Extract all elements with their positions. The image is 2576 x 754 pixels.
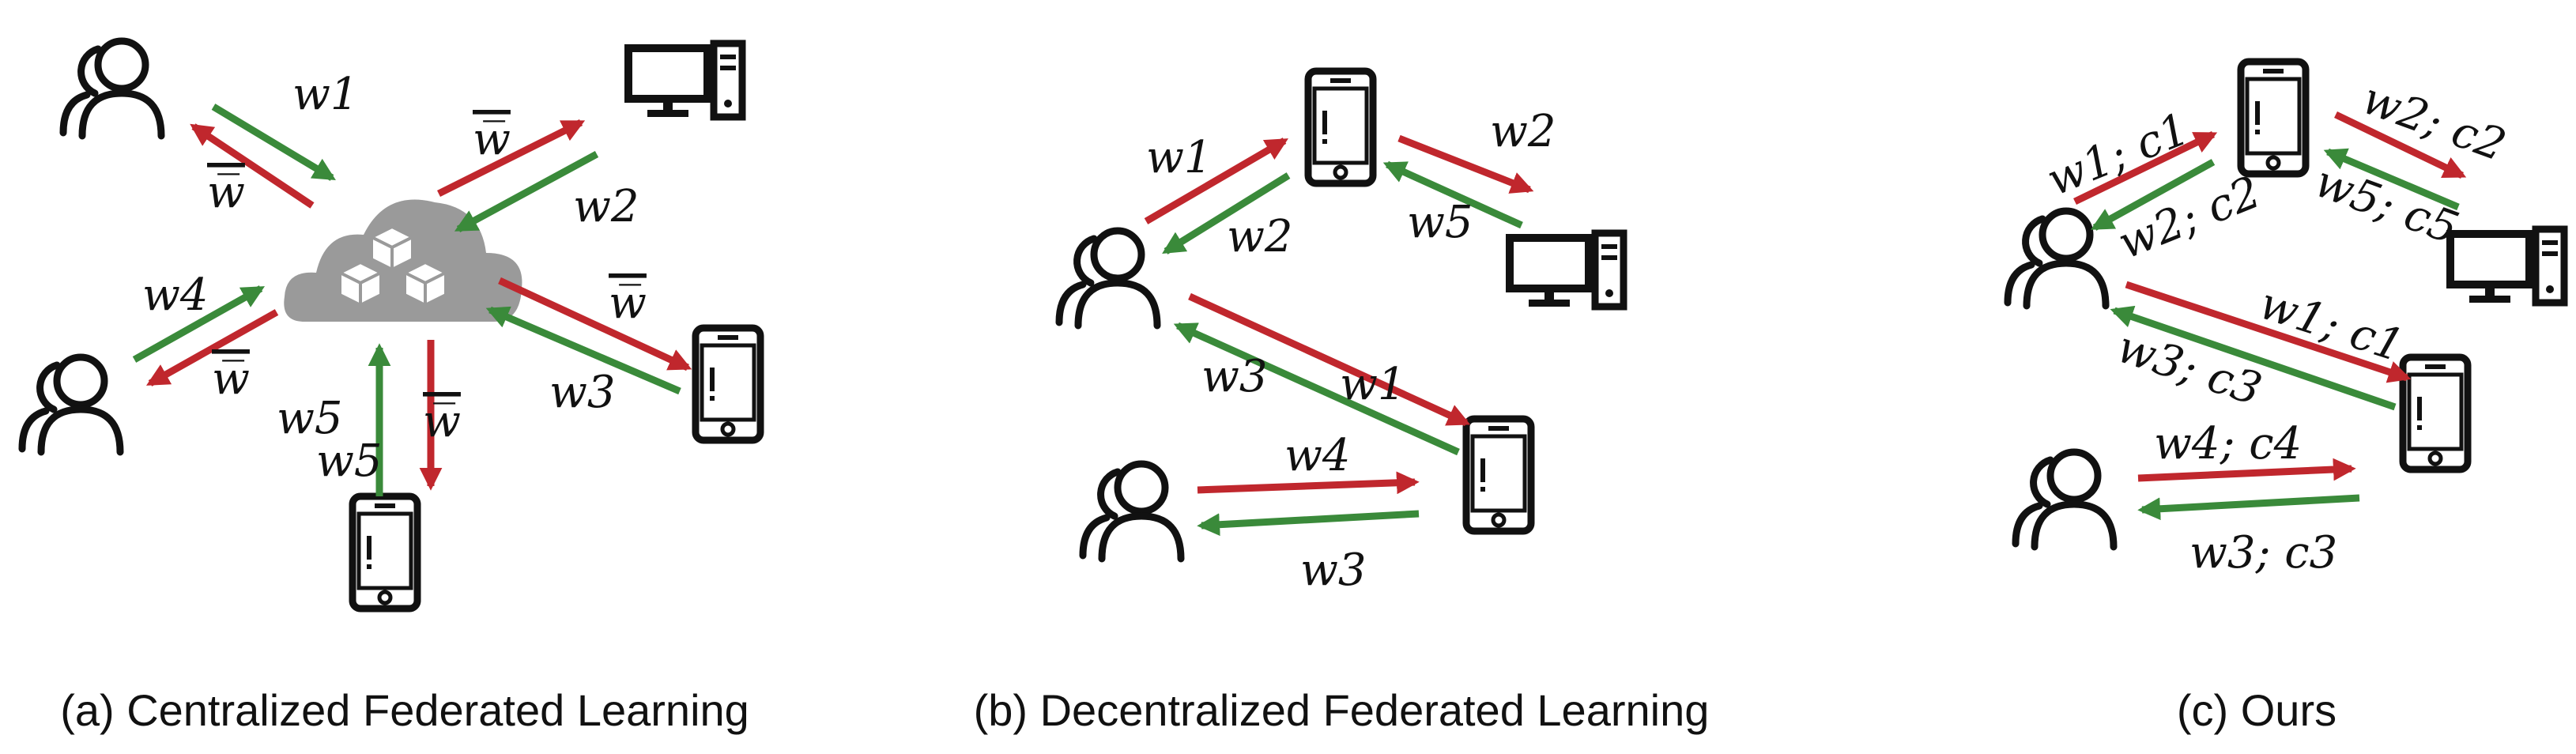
phone-icon <box>2241 62 2306 174</box>
arrow-red <box>436 119 586 198</box>
arrow-red <box>2073 130 2218 205</box>
arrow-red <box>498 277 692 371</box>
phone-icon <box>1308 71 1373 183</box>
arrow-red <box>2125 281 2412 383</box>
weight-label: w3 <box>549 367 616 418</box>
weight-label: w5 <box>1407 197 1473 248</box>
weight-label: w1 <box>292 69 359 120</box>
weight-label: w4 <box>1284 430 1351 481</box>
arrow-green <box>485 306 681 395</box>
panel-centralized: w1 w̅ w̅ w2 w4 w̅ w̅ w3 w5 w5 w̅ (a) Cen… <box>22 41 760 735</box>
arrow-red <box>2137 458 2356 482</box>
weight-label: w5 <box>316 435 383 487</box>
phone-icon <box>696 328 760 440</box>
arrow-green <box>2137 494 2360 521</box>
desktop-icon <box>2450 229 2564 303</box>
panel-caption: (b) Decentralized Federated Learning <box>974 685 1710 735</box>
arrow-green <box>454 151 599 232</box>
weight-label: w1 <box>1340 359 1406 410</box>
weight-label: w5 <box>277 393 343 444</box>
weight-label: w̅ <box>423 396 461 447</box>
arrow-green <box>2110 305 2397 411</box>
panel-ours: w1; c1 w2; c2 w2; c2 w5; c5 w1; c1 w3; c… <box>2008 62 2564 735</box>
arrow-green <box>132 285 266 363</box>
user-icon <box>22 357 120 452</box>
phone-icon <box>1466 419 1531 531</box>
arrow-green <box>1197 510 1420 537</box>
panel-decentralized: w1 w2 w2 w5 w1 w3 w4 w3 (b) Decentralize… <box>974 71 1710 735</box>
weight-label: w2 <box>1227 211 1293 262</box>
user-icon <box>2016 452 2114 547</box>
weight-label: w2; c2 <box>2355 73 2512 172</box>
panel-caption: (a) Centralized Federated Learning <box>60 685 749 735</box>
weight-label: w̅ <box>212 353 250 405</box>
weight-label: w2 <box>573 181 639 232</box>
weight-label: w̅ <box>207 167 245 218</box>
arrow-green <box>1382 160 1523 229</box>
arrow-red <box>2334 111 2467 179</box>
weight-label: w3 <box>1300 545 1367 596</box>
user-icon <box>1059 231 1157 326</box>
weight-label: w1 <box>1146 132 1213 183</box>
weight-label: w̅ <box>473 114 511 165</box>
arrow-green <box>2090 159 2216 231</box>
arrow-red <box>145 309 279 386</box>
weight-label: w1; c1 <box>2254 277 2410 372</box>
weight-label: w3; c3 <box>2189 527 2337 579</box>
arrow-green <box>1162 172 1291 254</box>
weight-label: w4; c4 <box>2154 418 2302 469</box>
weight-label: w̅ <box>609 277 647 329</box>
weight-label: w1; c1 <box>2040 104 2197 206</box>
phone-icon <box>353 496 417 609</box>
desktop-icon <box>1510 233 1624 307</box>
weight-label: w3 <box>1201 351 1268 402</box>
weight-label: w2; c2 <box>2111 167 2268 270</box>
arrow-green <box>211 104 336 181</box>
arrow-red <box>190 123 315 209</box>
weight-label: w5; c5 <box>2308 156 2465 254</box>
user-icon <box>2008 211 2106 306</box>
panel-caption: (c) Ours <box>2177 685 2337 735</box>
weight-label: w2 <box>1490 106 1556 157</box>
arrow-red <box>1397 134 1534 194</box>
user-icon <box>63 41 161 136</box>
weight-label: w4 <box>142 270 209 321</box>
arrow-green <box>2323 148 2460 211</box>
arrow-green <box>1173 322 1460 456</box>
arrow-red <box>1144 138 1288 224</box>
user-icon <box>1083 464 1181 559</box>
arrow-red <box>1188 292 1471 427</box>
phone-icon <box>2403 357 2468 469</box>
desktop-icon <box>628 43 742 117</box>
arrow-red <box>1197 471 1420 495</box>
